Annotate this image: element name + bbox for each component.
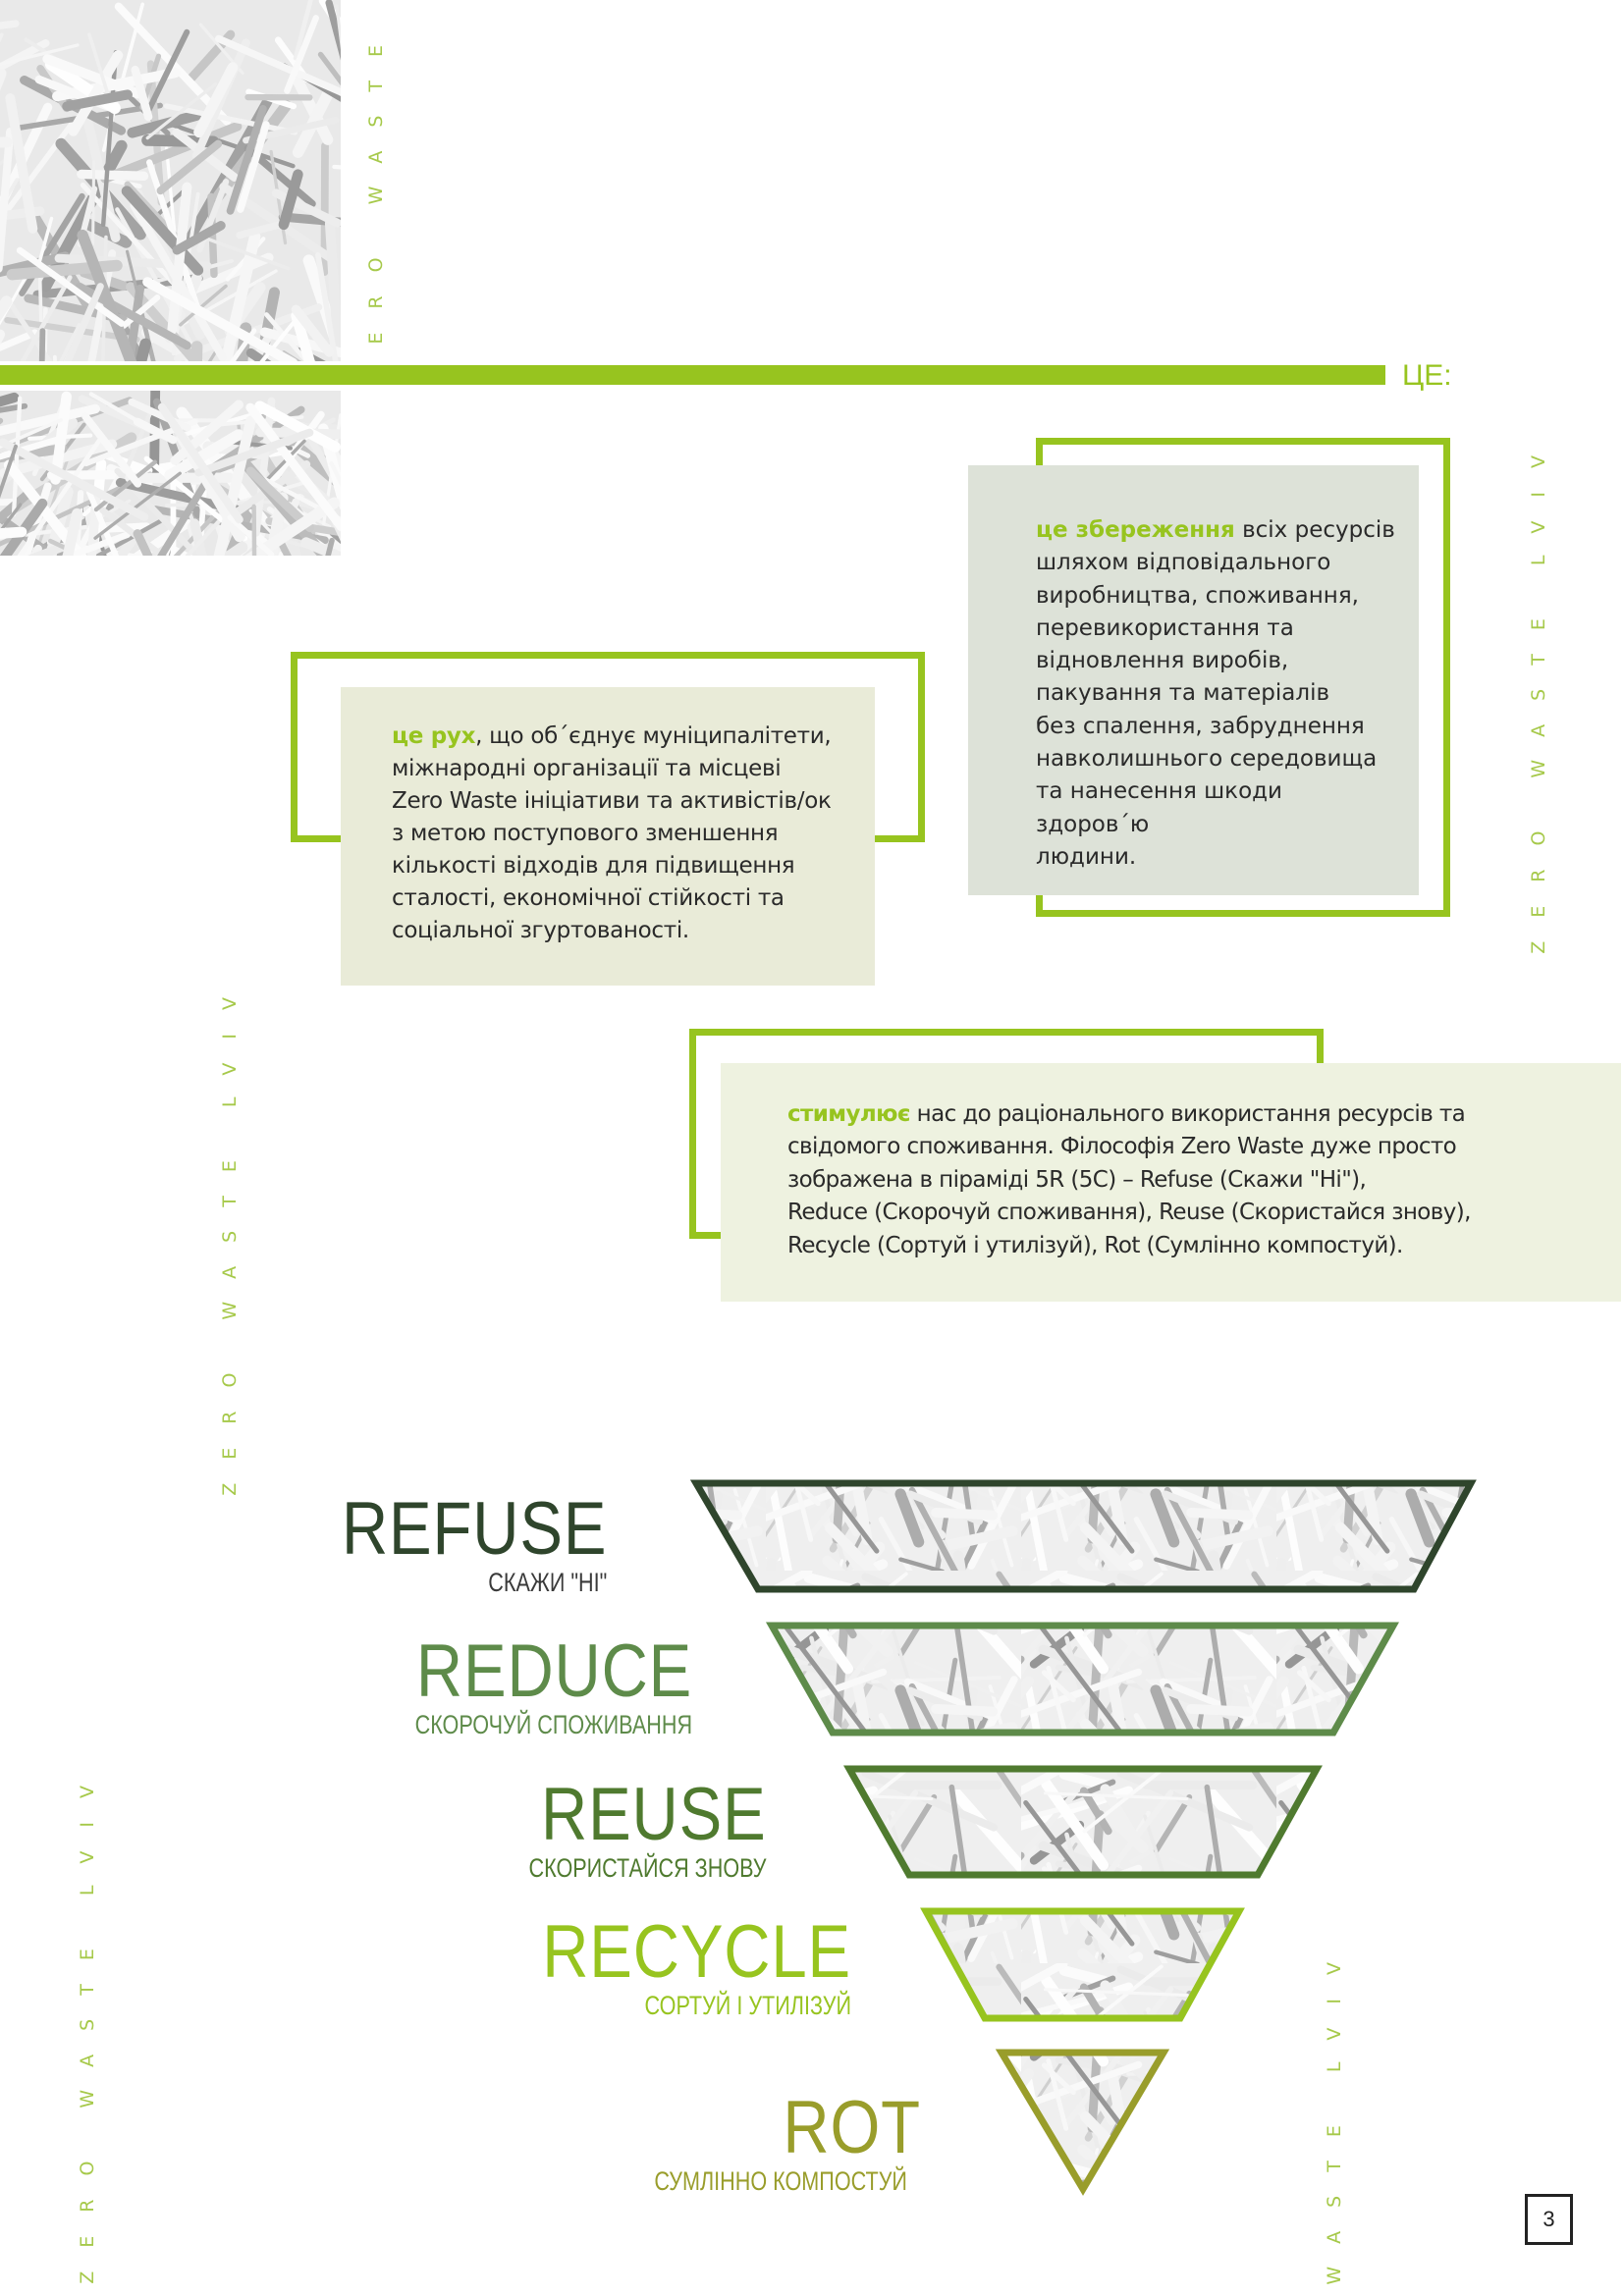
pyramid-level-reuse — [843, 1765, 1323, 1879]
text-line: навколишнього середовища — [1036, 746, 1378, 773]
text-line: перевикористання та — [1036, 614, 1294, 641]
label-reduce: REDUCE СКОРОЧУЙ СПОЖИВАННЯ — [346, 1629, 692, 1739]
text-line: свідомого споживання. Філософія Zero Was… — [787, 1134, 1457, 1160]
label-reuse-title: REUSE — [541, 1773, 767, 1856]
movement-first-line: це рух, що об΄єднує муніципалітети, — [392, 721, 865, 753]
pyramid-level-rot — [995, 2049, 1170, 2196]
text-line: пакування та матеріалів — [1036, 680, 1330, 707]
text-line: з метою поступового зменшення — [392, 821, 779, 846]
label-reuse-subtitle: СКОРИСТАЙСЯ ЗНОВУ — [528, 1853, 767, 1883]
text-line: виробництва, споживання, — [1036, 582, 1359, 609]
straw-photo-bottom — [0, 391, 341, 556]
label-rot-title: ROT — [783, 2086, 921, 2169]
label-refuse: REFUSE СКАЖИ "НІ" — [298, 1487, 607, 1597]
text-line: шляхом відповідального — [1036, 550, 1331, 576]
text-line: соціальної згуртованості. — [392, 918, 689, 943]
label-recycle: RECYCLE СОРТУЙ І УТИЛІЗУЙ — [492, 1910, 851, 2020]
movement-lead: це рух — [392, 723, 476, 749]
page-number: 3 — [1525, 2194, 1573, 2245]
movement-first-rest: , що об΄єднує муніципалітети, — [475, 723, 832, 749]
preservation-box: це збереження всіх ресурсів шляхом відпо… — [968, 465, 1419, 895]
stimulates-box: стимулює нас до раціонального використан… — [721, 1063, 1621, 1302]
text-line: та нанесення шкоди здоров΄ю — [1036, 778, 1283, 837]
stimulates-first-rest: нас до раціонального використання ресурс… — [909, 1101, 1466, 1127]
label-recycle-subtitle: СОРТУЙ І УТИЛІЗУЙ — [644, 1991, 851, 2020]
text-line: людини. — [1036, 843, 1137, 870]
stimulates-lead: стимулює — [787, 1101, 911, 1127]
pyramid-level-refuse — [689, 1479, 1477, 1593]
text-line: Reduce (Скорочуй споживання), Reuse (Ско… — [787, 1200, 1471, 1226]
text-line: міжнародні організації та місцеві — [392, 756, 782, 781]
label-rot-subtitle: СУМЛІННО КОМПОСТУЙ — [654, 2166, 907, 2196]
header-bar — [0, 365, 1385, 385]
preservation-lead: це збереження — [1036, 517, 1235, 543]
text-line: сталості, економічної стійкості та — [392, 885, 785, 911]
stimulates-lines: свідомого споживання. Філософія Zero Was… — [787, 1131, 1611, 1262]
label-refuse-subtitle: СКАЖИ "НІ" — [488, 1568, 607, 1597]
movement-box: це рух, що об΄єднує муніципалітети, міжн… — [341, 687, 875, 986]
label-reuse: REUSE СКОРИСТАЙСЯ ЗНОВУ — [469, 1773, 767, 1883]
straw-photo-top — [0, 0, 341, 361]
intro-heading: ЦЕ: — [1402, 359, 1452, 392]
text-line: без спалення, забруднення — [1036, 713, 1365, 739]
pyramid-level-recycle — [920, 1907, 1245, 2022]
text-line: відновлення виробів, — [1036, 648, 1289, 674]
label-recycle-title: RECYCLE — [542, 1910, 851, 1994]
stimulates-first-line: стимулює нас до раціонального використан… — [787, 1098, 1611, 1131]
label-refuse-title: REFUSE — [341, 1487, 607, 1571]
text-line: кількості відходів для підвищення — [392, 853, 795, 879]
pyramid-level-reduce — [765, 1622, 1399, 1736]
text-line: Zero Waste ініціативи та активістів/ок — [392, 788, 832, 814]
label-rot: ROT СУМЛІННО КОМПОСТУЙ — [591, 2086, 921, 2196]
label-reduce-title: REDUCE — [415, 1629, 692, 1713]
preservation-lines: шляхом відповідального виробництва, спожи… — [1036, 547, 1399, 874]
preservation-first-line: це збереження всіх ресурсів — [1036, 514, 1399, 547]
label-reduce-subtitle: СКОРОЧУЙ СПОЖИВАННЯ — [414, 1710, 692, 1739]
text-line: Recycle (Сортуй і утилізуй), Rot (Сумлін… — [787, 1232, 1403, 1258]
preservation-first-rest: всіх ресурсів — [1234, 517, 1395, 543]
text-line: зображена в піраміді 5R (5С) – Refuse (С… — [787, 1166, 1367, 1193]
